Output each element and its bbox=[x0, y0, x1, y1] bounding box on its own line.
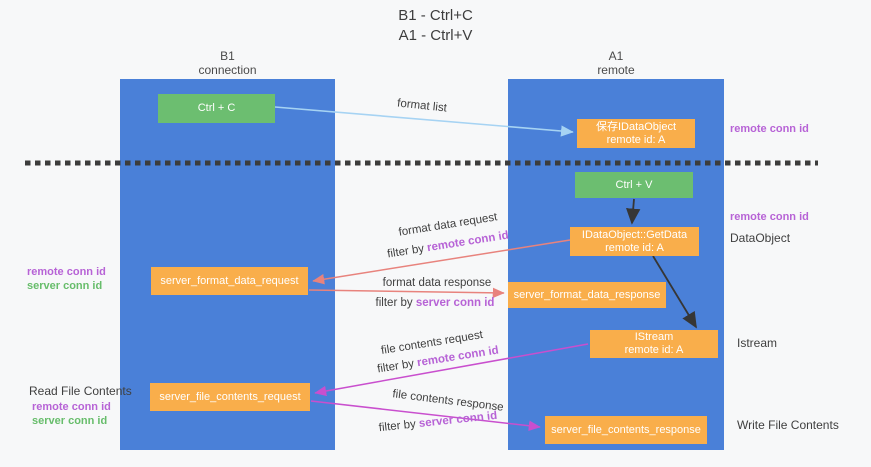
filter-by-server-conn-id-label-1: filter by server conn id bbox=[365, 297, 505, 309]
title-line-2: A1 - Ctrl+V bbox=[398, 27, 473, 44]
getdata-node: IDataObject::GetData remote id: A bbox=[570, 227, 699, 256]
right-column-role: remote bbox=[597, 63, 635, 77]
remote-conn-id-annotation-mid: remote conn id bbox=[730, 211, 809, 223]
diagram-title: B1 - Ctrl+C A1 - Ctrl+V bbox=[0, 6, 871, 46]
istream-node: IStream remote id: A bbox=[590, 330, 718, 358]
right-column-name: A1 bbox=[608, 49, 624, 63]
format-data-response-arrow bbox=[308, 287, 505, 299]
title-line-1: B1 - Ctrl+C bbox=[398, 7, 473, 24]
ctrl-v-node: Ctrl + V bbox=[575, 172, 693, 198]
server-format-data-request-node: server_format_data_request bbox=[151, 267, 308, 295]
right-column-header: A1 remote bbox=[508, 49, 724, 77]
left-column-header: B1 connection bbox=[120, 49, 335, 77]
server-format-data-request-label: server_format_data_request bbox=[160, 274, 299, 287]
server-file-contents-request-label: server_file_contents_request bbox=[159, 390, 301, 403]
remote-conn-id-annotation-top: remote conn id bbox=[730, 123, 809, 135]
ctrl-v-label: Ctrl + V bbox=[615, 178, 653, 191]
filter-by-text: filter by bbox=[386, 242, 425, 261]
filter-by-text: filter by bbox=[378, 418, 417, 435]
remote-conn-id-text: remote conn id bbox=[426, 229, 510, 255]
istream-line1: IStream bbox=[634, 331, 674, 343]
filter-by-text: filter by bbox=[376, 357, 415, 376]
write-file-contents-annotation: Write File Contents bbox=[737, 418, 839, 432]
server-file-contents-response-label: server_file_contents_response bbox=[551, 423, 701, 436]
format-data-response-label: format data response bbox=[382, 277, 492, 289]
ctrl-c-label: Ctrl + C bbox=[197, 102, 236, 114]
server-conn-id-annotation-left-2: server conn id bbox=[32, 415, 108, 427]
left-column-name: B1 bbox=[220, 49, 235, 63]
format-list-label: format list bbox=[396, 97, 448, 115]
dataobject-annotation: DataObject bbox=[730, 231, 791, 245]
filter-by-server-conn-id-label-2: filter by server conn id bbox=[368, 409, 508, 436]
filter-by-text: filter by bbox=[375, 297, 413, 309]
server-conn-id-annotation-left-1: server conn id bbox=[27, 280, 103, 292]
server-format-data-response-node: server_format_data_response bbox=[508, 282, 666, 308]
istream-line2: remote id: A bbox=[624, 344, 684, 356]
server-conn-id-text: server conn id bbox=[415, 297, 495, 309]
getdata-line1: IDataObject::GetData bbox=[581, 228, 688, 241]
left-column-role: connection bbox=[198, 63, 257, 77]
istream-annotation: Istream bbox=[737, 336, 778, 350]
remote-conn-id-annotation-left-2: remote conn id bbox=[32, 401, 111, 413]
ctrl-c-node: Ctrl + C bbox=[158, 94, 275, 123]
save-idataobject-node: 保存IDataObject remote id: A bbox=[577, 119, 695, 148]
server-format-data-response-label: server_format_data_response bbox=[513, 288, 661, 301]
save-idataobject-line1: 保存IDataObject bbox=[595, 120, 677, 133]
server-file-contents-response-node: server_file_contents_response bbox=[545, 416, 707, 444]
server-file-contents-request-node: server_file_contents_request bbox=[150, 383, 310, 411]
read-file-contents-annotation: Read File Contents bbox=[29, 384, 132, 398]
getdata-line2: remote id: A bbox=[605, 241, 664, 254]
remote-conn-id-annotation-left-1: remote conn id bbox=[27, 266, 106, 278]
save-idataobject-line2: remote id: A bbox=[606, 133, 666, 146]
server-conn-id-text: server conn id bbox=[418, 409, 498, 430]
